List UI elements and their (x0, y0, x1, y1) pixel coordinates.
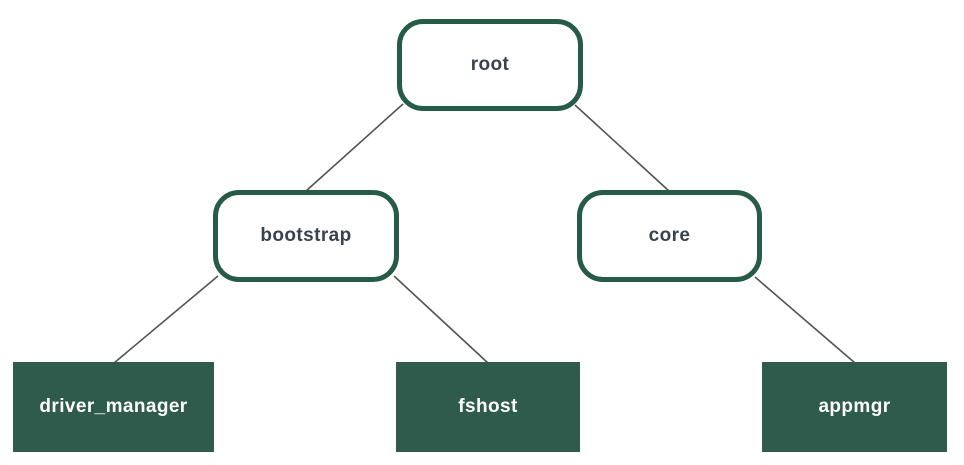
node-fshost-label: fshost (458, 396, 518, 417)
edge-core-appmgr (754, 276, 856, 364)
edge-bootstrap-driver-manager (113, 275, 219, 364)
node-root: root (397, 19, 583, 111)
edge-bootstrap-fshost (393, 275, 489, 364)
node-appmgr: appmgr (762, 362, 947, 452)
node-fshost: fshost (396, 362, 580, 452)
node-appmgr-label: appmgr (818, 396, 891, 417)
edge-root-core (574, 104, 670, 192)
node-bootstrap-label: bootstrap (260, 225, 352, 246)
node-core-label: core (648, 225, 691, 246)
node-driver-manager-label: driver_manager (39, 396, 188, 417)
edge-root-bootstrap (305, 103, 404, 192)
node-core: core (577, 190, 762, 282)
node-bootstrap: bootstrap (213, 190, 399, 282)
node-driver-manager: driver_manager (13, 362, 214, 452)
node-root-label: root (470, 54, 510, 75)
